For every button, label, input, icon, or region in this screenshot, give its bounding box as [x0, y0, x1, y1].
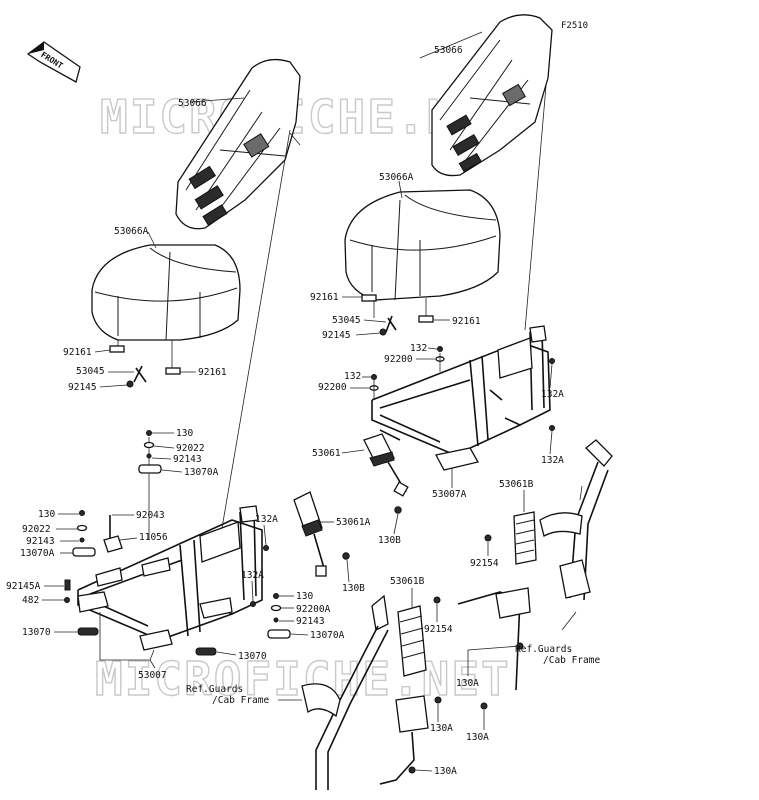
- label-53061: 53061: [312, 448, 341, 459]
- label-130-2: 130: [38, 509, 55, 520]
- label-92145A: 92145A: [6, 581, 41, 592]
- label-92022-2: 92022: [22, 524, 51, 535]
- label-53066-left: 53066: [178, 98, 207, 109]
- label-92161-r2: 92161: [452, 316, 481, 327]
- label-ref-left-2: /Cab Frame: [212, 695, 269, 706]
- label-13070A-2: 13070A: [20, 548, 55, 559]
- label-132A-1: 132A: [541, 389, 564, 400]
- label-92200-a: 92200: [384, 354, 413, 365]
- label-92154-left: 92154: [424, 624, 453, 635]
- label-130A-4: 130A: [430, 723, 453, 734]
- label-92143-3: 92143: [296, 616, 325, 627]
- label-92200A: 92200A: [296, 604, 331, 615]
- label-130B-1: 130B: [378, 535, 401, 546]
- label-ref-right-1: Ref.Guards: [515, 644, 572, 655]
- figure-id: F2510: [561, 21, 588, 31]
- label-132-a: 132: [410, 343, 427, 354]
- right-seat-hardware: [361, 294, 434, 336]
- seat-frame-right: [371, 325, 551, 471]
- label-92200-b: 92200: [318, 382, 347, 393]
- label-13070-1: 13070: [22, 627, 51, 638]
- cushion-right: [344, 189, 501, 301]
- label-92154-right: 92154: [470, 558, 499, 569]
- label-130-1: 130: [176, 428, 193, 439]
- label-92143-2: 92143: [26, 536, 55, 547]
- label-53045-r: 53045: [332, 315, 361, 326]
- label-53045-l: 53045: [76, 366, 105, 377]
- label-92161-r1: 92161: [310, 292, 339, 303]
- label-53061A: 53061A: [336, 517, 371, 528]
- left-fasteners: [64, 430, 291, 656]
- buckle-53061A: [293, 491, 350, 577]
- label-92143-1: 92143: [173, 454, 202, 465]
- label-132A-4: 132A: [241, 570, 264, 581]
- label-130A-1b: 130A: [434, 766, 457, 777]
- seatbelt-assembly-right: [457, 439, 613, 710]
- label-53061B-right: 53061B: [499, 479, 534, 490]
- label-13070A-3: 13070A: [310, 630, 345, 641]
- seatbelt-assembly-left: [301, 594, 442, 790]
- label-92161-l1: 92161: [63, 347, 92, 358]
- label-92145-r: 92145: [322, 330, 351, 341]
- label-132-b: 132: [344, 371, 361, 382]
- left-seat-hardware: [109, 340, 181, 388]
- label-92161-l2: 92161: [198, 367, 227, 378]
- buckle-53061: [363, 433, 409, 514]
- label-132A-3: 132A: [255, 514, 278, 525]
- label-130-3: 130: [296, 591, 313, 602]
- backrest-right: [431, 14, 553, 177]
- label-130B-2: 130B: [342, 583, 365, 594]
- label-53061B-left: 53061B: [390, 576, 425, 587]
- label-ref-right-2: /Cab Frame: [543, 655, 600, 666]
- label-13070A-1: 13070A: [184, 467, 219, 478]
- label-53066A-left: 53066A: [114, 226, 149, 237]
- label-92145-l: 92145: [68, 382, 97, 393]
- cushion-left: [91, 244, 241, 341]
- label-53066A-right: 53066A: [379, 172, 414, 183]
- seat-frame-left: [77, 505, 263, 651]
- label-132A-2: 132A: [541, 455, 564, 466]
- label-92043: 92043: [136, 510, 165, 521]
- label-482: 482: [22, 595, 39, 606]
- label-ref-left-1: Ref.Guards: [186, 684, 243, 695]
- label-130A-2: 130A: [456, 678, 479, 689]
- backrest-left: [175, 58, 301, 230]
- leader-lines: [147, 31, 547, 529]
- label-92022-1: 92022: [176, 443, 205, 454]
- front-arrow-icon: FRONT: [26, 41, 81, 83]
- right-fasteners: [369, 346, 555, 431]
- label-13070-2: 13070: [238, 651, 267, 662]
- label-53007: 53007: [138, 670, 167, 681]
- label-53066-right: 53066: [434, 45, 463, 56]
- callout-labels: 53066 53066 53066A 53066A 92161 53045 92…: [6, 45, 600, 777]
- label-11056: 11056: [139, 532, 168, 543]
- label-130A-3: 130A: [466, 732, 489, 743]
- label-53007A: 53007A: [432, 489, 467, 500]
